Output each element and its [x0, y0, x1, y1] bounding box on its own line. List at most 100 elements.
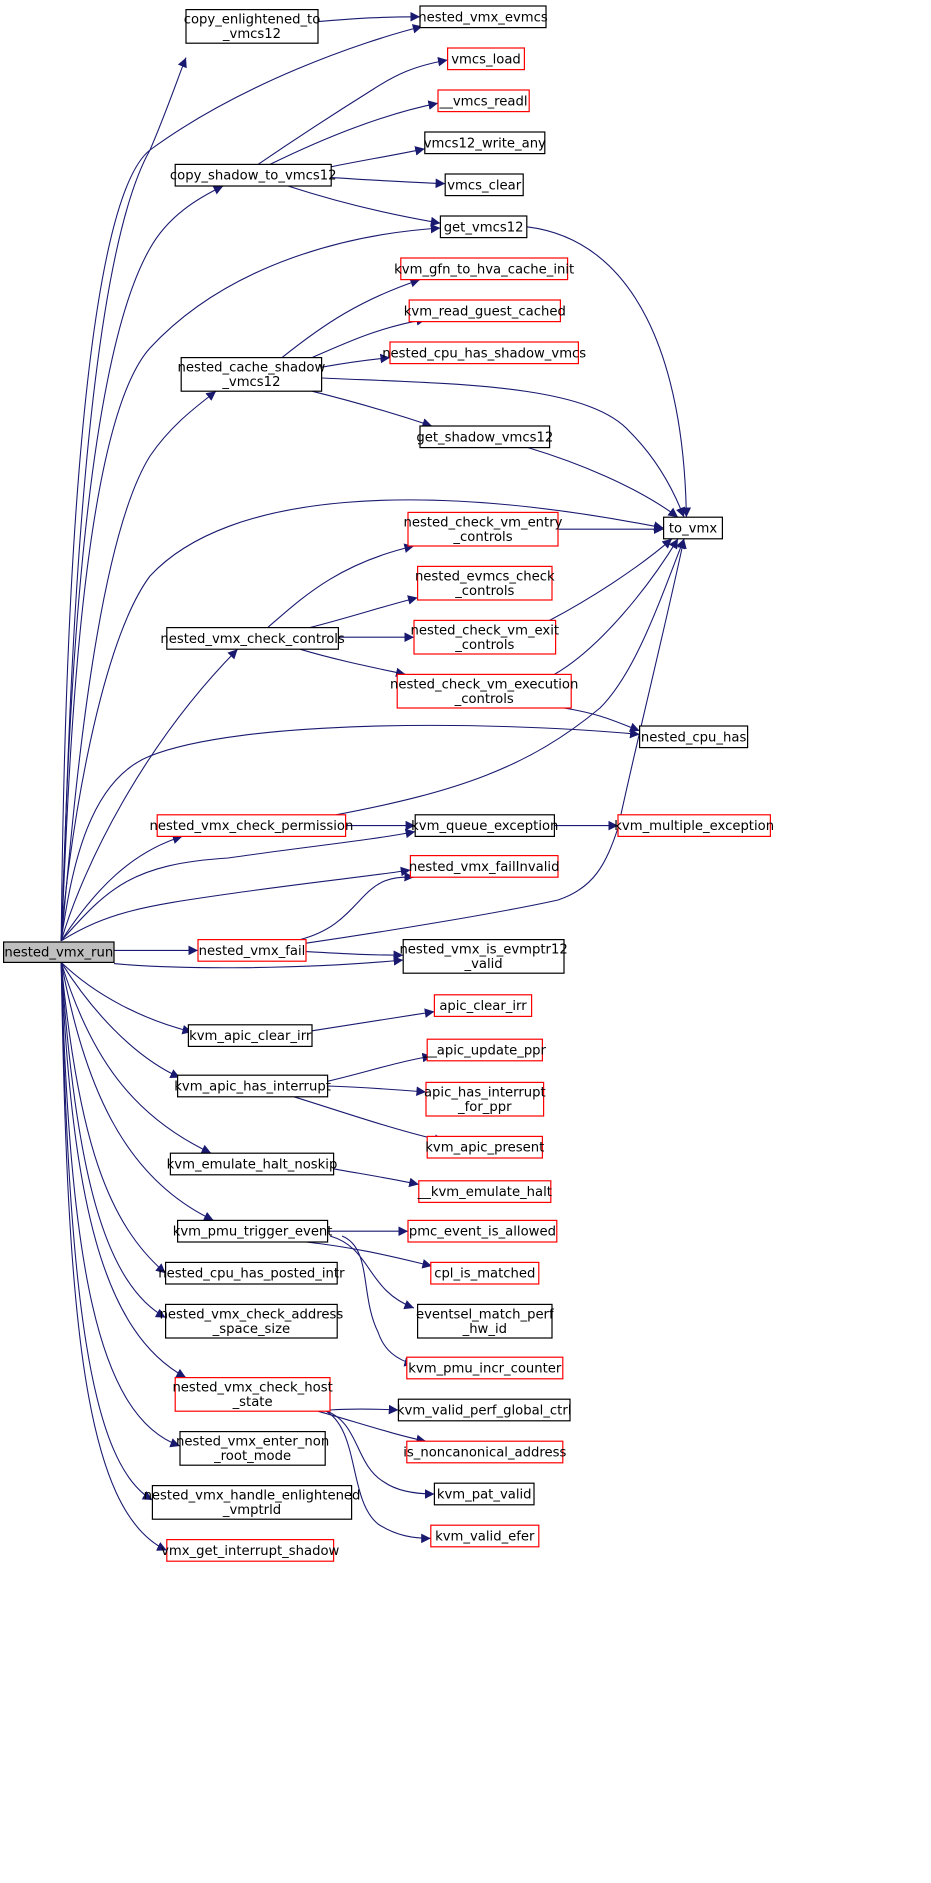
node-box [397, 1398, 571, 1422]
node-label: nested_vmx_evmcs [418, 10, 548, 25]
node-box [439, 215, 528, 239]
call-edge-root-to-copy_enl [60, 57, 187, 941]
function-node-cpu_shadow[interactable]: nested_cpu_has_shadow_vmcs [382, 341, 586, 365]
call-edge-get_shadow-to-to_vmx [527, 447, 679, 518]
function-node-cpl_matched[interactable]: cpl_is_matched [430, 1261, 540, 1285]
function-node-apic_ppr[interactable]: __apic_update_ppr [423, 1038, 547, 1062]
function-node-pmc_allowed[interactable]: pmc_event_is_allowed [407, 1219, 558, 1243]
function-node-perf_global[interactable]: kvm_valid_perf_global_ctrl [397, 1398, 572, 1422]
node-box [425, 1081, 545, 1117]
call-edge-exec_ctl-to-to_vmx [554, 538, 679, 675]
function-node-evmcs_ctl[interactable]: nested_evmcs_check_controls [415, 565, 555, 601]
function-node-addr_space[interactable]: nested_vmx_check_address_space_size [160, 1303, 344, 1339]
node-label: to_vmx [669, 522, 717, 537]
function-node-halt_noskip[interactable]: kvm_emulate_halt_noskip [167, 1152, 338, 1176]
node-label: apic_has_interrupt [424, 1085, 546, 1100]
function-node-vmcs_clear[interactable]: vmcs_clear [444, 173, 524, 197]
node-label: nested_check_vm_execution [390, 677, 578, 692]
node-box [165, 1303, 338, 1339]
function-node-check_perm[interactable]: nested_vmx_check_permission [149, 814, 353, 837]
function-node-entry_ctl[interactable]: nested_check_vm_entry_controls [404, 511, 563, 547]
node-box [2, 941, 115, 963]
node-box [187, 1024, 313, 1048]
node-label: _controls [454, 692, 514, 707]
node-label: nested_vmx_check_address [160, 1307, 344, 1322]
call-edge-copy_shadow-to-vmcs_readl [269, 100, 439, 165]
function-node-noncanon[interactable]: is_noncanonical_address [403, 1440, 566, 1464]
node-label: kvm_apic_has_interrupt [174, 1080, 331, 1095]
function-node-cpu_posted[interactable]: nested_cpu_has_posted_intr [158, 1261, 345, 1285]
function-node-pmu_incr[interactable]: kvm_pmu_incr_counter [406, 1356, 564, 1380]
function-node-enter_nonroot[interactable]: nested_vmx_enter_non_root_mode [176, 1430, 329, 1466]
function-node-get_shadow[interactable]: get_shadow_vmcs12 [416, 425, 553, 449]
call-edge-root-to-cpu_posted [60, 962, 166, 1274]
node-label: kvm_queue_exception [411, 819, 558, 834]
function-node-check_ctl[interactable]: nested_vmx_check_controls [160, 626, 345, 650]
function-node-vmcs_readl[interactable]: __vmcs_readl [437, 89, 530, 113]
node-box [617, 814, 771, 837]
function-node-evmcs[interactable]: nested_vmx_evmcs [418, 5, 548, 29]
function-node-queue_exc[interactable]: kvm_queue_exception [411, 814, 558, 837]
function-node-cache_shadow[interactable]: nested_cache_shadow_vmcs12 [178, 357, 326, 392]
function-node-multi_exc[interactable]: kvm_multiple_exception [614, 814, 774, 837]
function-node-handle_enl[interactable]: nested_vmx_handle_enlightened_vmptrld [144, 1484, 361, 1520]
node-label: kvm_emulate_halt_noskip [167, 1158, 338, 1173]
function-node-copy_shadow[interactable]: copy_shadow_to_vmcs12 [170, 163, 337, 187]
function-node-exit_ctl[interactable]: nested_check_vm_exit_controls [411, 619, 560, 655]
function-node-vmx_fail[interactable]: nested_vmx_fail [197, 938, 307, 962]
node-box [419, 425, 551, 449]
function-node-apic_clear_irr[interactable]: apic_clear_irr [433, 994, 533, 1017]
function-node-fail_invalid[interactable]: nested_vmx_failInvalid [409, 854, 560, 878]
call-edge-copy_enl-to-evmcs [317, 12, 421, 23]
node-label: __vmcs_readl [439, 94, 528, 109]
node-label: nested_vmx_is_evmptr12 [399, 943, 567, 958]
call-edge-root-to-check_perm [60, 834, 183, 942]
node-label: nested_cpu_has_shadow_vmcs [382, 346, 586, 361]
node-box [426, 1038, 544, 1062]
function-node-evmptr[interactable]: nested_vmx_is_evmptr12_valid [399, 938, 568, 974]
call-edge-copy_shadow-to-get_vmcs12 [287, 185, 441, 227]
call-edge-root-to-cpu_has [60, 724, 640, 941]
call-edge-check_perm-to-to_vmx [335, 538, 685, 816]
function-node-root: nested_vmx_run [2, 941, 115, 963]
node-box [414, 814, 556, 837]
function-node-int_shadow[interactable]: vmx_get_interrupt_shadow [161, 1538, 340, 1562]
function-node-emulate_halt[interactable]: __kvm_emulate_halt [417, 1180, 552, 1204]
function-node-apic_present[interactable]: kvm_apic_present [425, 1135, 544, 1159]
function-node-kvm_read[interactable]: kvm_read_guest_cached [404, 299, 566, 323]
call-edge-root-to-handle_enl [60, 962, 153, 1501]
function-node-vmcs12_write_any[interactable]: vmcs12_write_any [424, 131, 546, 155]
function-node-apic_clear_irr_k[interactable]: kvm_apic_clear_irr [187, 1024, 313, 1048]
function-node-exec_ctl[interactable]: nested_check_vm_execution_controls [390, 673, 578, 709]
function-node-apic_int_ppr[interactable]: apic_has_interrupt_for_ppr [424, 1081, 546, 1117]
function-node-apic_has_int[interactable]: kvm_apic_has_interrupt [174, 1074, 331, 1098]
function-node-host_state[interactable]: nested_vmx_check_host_state [172, 1376, 333, 1412]
function-node-pmu_trigger[interactable]: kvm_pmu_trigger_event [173, 1219, 333, 1243]
node-label: kvm_gfn_to_hva_cache_init [394, 262, 574, 277]
node-label: _valid [464, 957, 503, 972]
node-box [156, 814, 347, 837]
node-label: pmc_event_is_allowed [409, 1225, 556, 1240]
node-label: __kvm_emulate_halt [417, 1185, 552, 1200]
function-node-eventsel[interactable]: eventsel_match_perf_hw_id [416, 1303, 554, 1339]
function-node-copy_enl[interactable]: copy_enlightened_to_vmcs12 [184, 9, 321, 44]
function-node-vmcs_load[interactable]: vmcs_load [447, 47, 526, 71]
call-edge-apic_clear_irr_k-to-apic_clear_irr [311, 1008, 435, 1032]
function-node-valid_efer[interactable]: kvm_valid_efer [430, 1524, 540, 1548]
node-box [402, 938, 565, 974]
function-node-to_vmx[interactable]: to_vmx [662, 516, 723, 540]
function-nodes: nested_vmx_run copy_enlightened_to_vmcs12… [2, 5, 774, 1562]
call-edge-cache_shadow-to-kvm_gfn [281, 278, 421, 359]
call-edge-check_ctl-to-evmcs_ctl [309, 595, 418, 629]
call-edge-root-to-enter_nonroot [60, 962, 181, 1448]
node-label: __apic_update_ppr [423, 1044, 547, 1059]
function-node-get_vmcs12[interactable]: get_vmcs12 [439, 215, 528, 239]
function-node-pat_valid[interactable]: kvm_pat_valid [433, 1482, 535, 1506]
call-edge-root-to-pmu_trigger [60, 962, 214, 1221]
node-label: kvm_pat_valid [437, 1488, 532, 1503]
call-edge-cache_shadow-to-get_shadow [311, 390, 433, 428]
function-node-kvm_gfn[interactable]: kvm_gfn_to_hva_cache_init [394, 257, 574, 281]
function-node-cpu_has[interactable]: nested_cpu_has [638, 725, 749, 749]
call-edge-root-to-evmptr [113, 956, 404, 969]
